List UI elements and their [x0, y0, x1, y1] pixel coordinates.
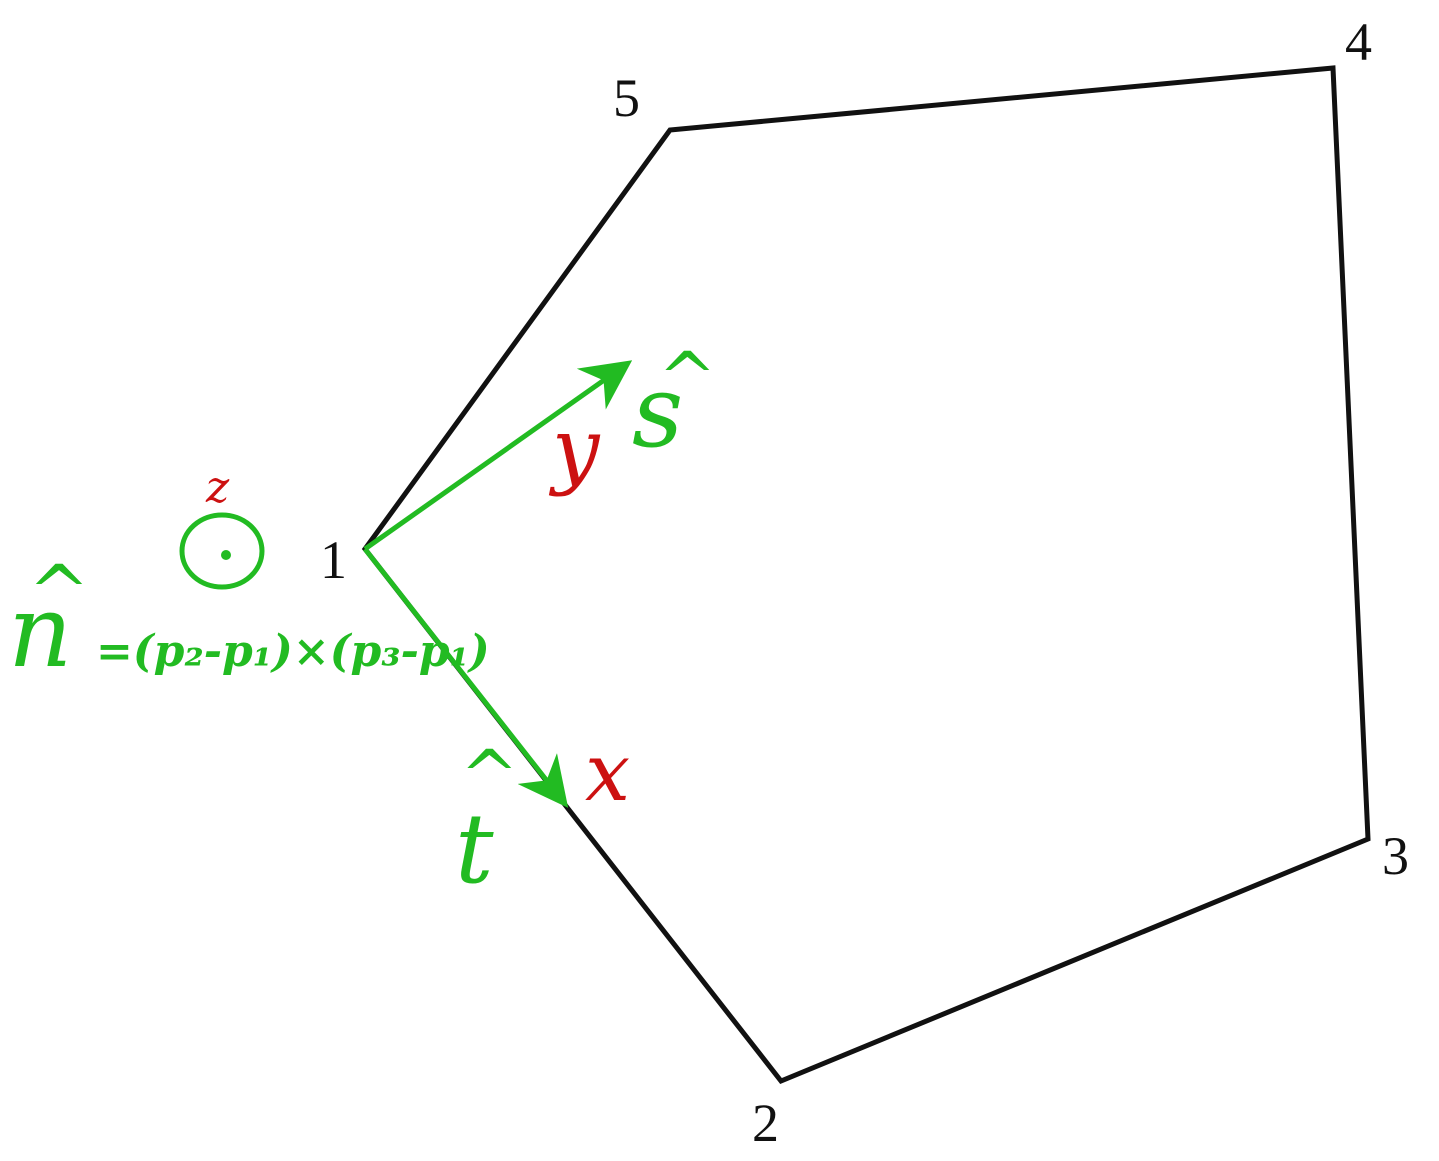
vertex-label-4: 4 [1345, 12, 1372, 72]
vertex-label-5: 5 [613, 68, 640, 128]
n-hat-caret: ^ [28, 550, 90, 636]
n-hat-formula: =(p₂-p₁)×(p₃-p₁) [96, 626, 490, 677]
axis-label-z: z [205, 462, 230, 513]
s-hat-vector [363, 360, 633, 552]
vertex-label-1: 1 [320, 530, 347, 590]
dot-in-circle-icon [179, 512, 265, 590]
vertex-label-3: 3 [1382, 826, 1409, 886]
s-hat-caret: ^ [658, 337, 717, 419]
t-hat-vector [363, 547, 569, 808]
t-hat-label: t [455, 793, 494, 905]
vertex-label-2: 2 [752, 1093, 779, 1153]
n-hat-label: n [8, 573, 72, 690]
axis-label-y: y [548, 400, 601, 498]
t-hat-caret: ^ [460, 735, 519, 817]
pentagon-outline [361, 65, 1371, 1085]
s-hat-label: s [632, 353, 683, 470]
axis-label-x: x [585, 726, 630, 819]
